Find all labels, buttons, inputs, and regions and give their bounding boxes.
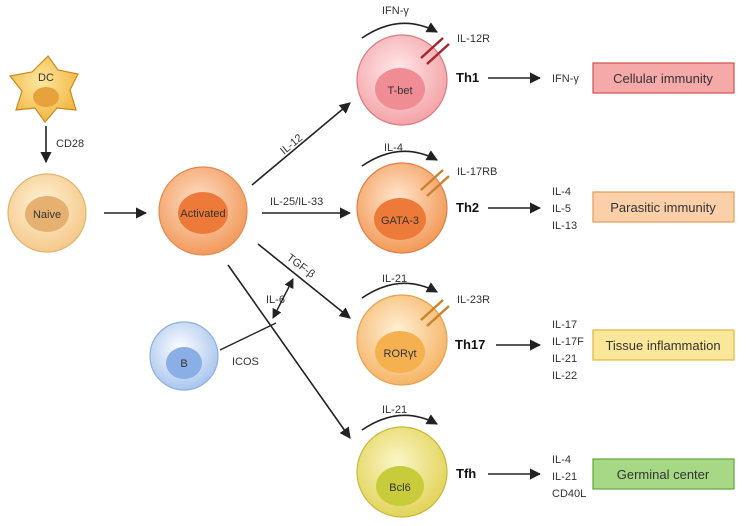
th2-cytokine: IL-13 bbox=[552, 220, 577, 232]
icos-line bbox=[219, 322, 277, 351]
th17-autocrine-label: IL-21 bbox=[382, 273, 407, 285]
th17-cytokine: IL-21 bbox=[552, 353, 577, 365]
th1-outcome-label: Cellular immunity bbox=[613, 71, 713, 86]
th2-outcome-box bbox=[592, 191, 735, 223]
th2-outcome-label: Parasitic immunity bbox=[610, 200, 716, 215]
il12r-label: IL-12R bbox=[457, 33, 490, 45]
th2-autocrine-arrow bbox=[361, 150, 438, 167]
il12r-receptor-icon bbox=[420, 37, 444, 59]
gata3-label: GATA-3 bbox=[381, 215, 419, 227]
activated-to-th17-arrow bbox=[257, 243, 351, 319]
activated-label: Activated bbox=[180, 208, 225, 220]
naive-cell: Naive bbox=[7, 173, 87, 253]
th1-outcome-box bbox=[592, 62, 735, 94]
il6-label: IL-6 bbox=[266, 294, 285, 306]
dc-cell: DC bbox=[8, 55, 79, 123]
th1-subset-label: Th1 bbox=[456, 70, 479, 85]
b-cell: B bbox=[149, 321, 219, 391]
bcl6-label: Bcl6 bbox=[389, 482, 410, 494]
th2-cell: GATA-3 bbox=[356, 162, 448, 254]
th1-autocrine-arrow bbox=[361, 22, 438, 39]
tfh-autocrine-arrow bbox=[361, 414, 438, 431]
tfh-autocrine-label: IL-21 bbox=[382, 404, 407, 416]
tfh-outcome-box bbox=[592, 458, 735, 490]
th2-cytokine: IL-4 bbox=[552, 186, 571, 198]
tgfb-label: TGF-β bbox=[284, 252, 317, 281]
tfh-cytokine: CD40L bbox=[552, 488, 586, 500]
th17-autocrine-arrow bbox=[361, 282, 438, 299]
activated-to-th1-arrow bbox=[251, 102, 351, 186]
icos-label: ICOS bbox=[232, 356, 259, 368]
th2-subset-label: Th2 bbox=[456, 200, 479, 215]
il23r-receptor-icon bbox=[420, 299, 444, 321]
th17-cytokine: IL-17F bbox=[552, 336, 584, 348]
il17rb-receptor-icon bbox=[420, 169, 444, 191]
tbet-label: T-bet bbox=[387, 85, 412, 97]
th1-cytokine: IFN-γ bbox=[552, 73, 579, 85]
th17-subset-label: Th17 bbox=[455, 337, 485, 352]
il23r-label: IL-23R bbox=[457, 294, 490, 306]
roryt-label: RORγt bbox=[384, 348, 417, 360]
th17-outcome-box bbox=[592, 329, 735, 361]
th2-autocrine-label: IL-4 bbox=[384, 142, 403, 154]
tfh-cytokine: IL-21 bbox=[552, 471, 577, 483]
th1-cell: T-bet bbox=[356, 34, 448, 126]
activated-to-tfh-arrow bbox=[227, 264, 351, 439]
tfh-subset-label: Tfh bbox=[456, 466, 476, 481]
cd28-label: CD28 bbox=[56, 138, 84, 150]
tfh-cell: Bcl6 bbox=[356, 426, 448, 518]
th17-cytokine: IL-22 bbox=[552, 370, 577, 382]
th2-cytokine: IL-5 bbox=[552, 203, 571, 215]
th17-outcome-label: Tissue inflammation bbox=[605, 338, 720, 353]
il25-il33-label: IL-25/IL-33 bbox=[270, 196, 323, 208]
activated-cell: Activated bbox=[158, 166, 248, 256]
tfh-outcome-label: Germinal center bbox=[617, 467, 710, 482]
il6-arrow bbox=[272, 278, 294, 319]
th1-autocrine-label: IFN-γ bbox=[382, 5, 409, 17]
b-label: B bbox=[180, 358, 187, 370]
il17rb-label: IL-17RB bbox=[457, 166, 497, 178]
naive-label: Naive bbox=[33, 209, 61, 221]
th17-cytokine: IL-17 bbox=[552, 319, 577, 331]
tfh-cytokine: IL-4 bbox=[552, 454, 571, 466]
dc-label: DC bbox=[38, 72, 54, 84]
